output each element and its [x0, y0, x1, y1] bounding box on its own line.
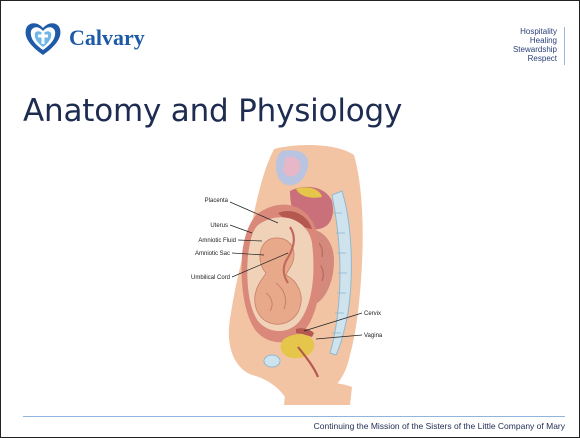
label-amniotic-fluid: Amniotic Fluid	[198, 238, 236, 244]
slide-title: Anatomy and Physiology	[23, 93, 402, 129]
footer-divider	[23, 416, 565, 417]
label-placenta: Placenta	[205, 198, 229, 204]
label-vagina: Vagina	[364, 333, 383, 339]
value-respect: Respect	[513, 54, 557, 63]
values-list: Hospitality Healing Stewardship Respect	[513, 27, 561, 63]
brand-name: Calvary	[69, 25, 145, 51]
value-healing: Healing	[513, 36, 557, 45]
label-amniotic-sac: Amniotic Sac	[195, 251, 230, 257]
thigh	[284, 381, 352, 405]
footer-tagline: Continuing the Mission of the Sisters of…	[314, 421, 565, 431]
pregnancy-anatomy-illustration: Placenta Uterus Amniotic Fluid Amniotic …	[186, 143, 426, 405]
value-stewardship: Stewardship	[513, 45, 557, 54]
calvary-logo: Calvary	[23, 19, 145, 57]
pubic-bone	[264, 355, 280, 367]
label-cervix: Cervix	[364, 311, 381, 317]
label-uterus: Uterus	[210, 223, 228, 229]
value-hospitality: Hospitality	[513, 27, 557, 36]
values-divider	[564, 27, 565, 65]
heart-cross-icon	[23, 19, 63, 57]
label-umbilical-cord: Umbilical Cord	[191, 275, 230, 281]
